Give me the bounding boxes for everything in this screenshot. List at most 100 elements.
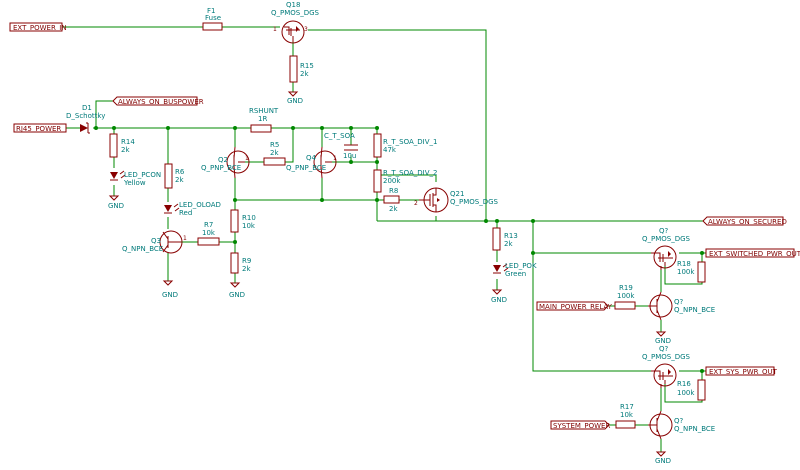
svg-text:Red: Red <box>179 209 192 217</box>
svg-text:GND: GND <box>162 291 178 299</box>
resistor-r17: R17 10k <box>615 403 636 429</box>
svg-text:R7: R7 <box>204 221 213 229</box>
svg-text:Q?: Q? <box>674 298 684 306</box>
ground-led-pcon: GND <box>108 195 124 210</box>
svg-text:1: 1 <box>183 235 187 242</box>
svg-text:Q_PMOS_DGS: Q_PMOS_DGS <box>450 198 499 206</box>
svg-text:R10: R10 <box>242 214 256 222</box>
svg-text:R16: R16 <box>677 380 691 388</box>
svg-text:EXT_SYS_PWR_OUT: EXT_SYS_PWR_OUT <box>709 368 778 376</box>
svg-text:200k: 200k <box>383 177 401 185</box>
svg-text:GND: GND <box>229 291 245 299</box>
svg-text:GND: GND <box>287 97 303 105</box>
resistor-r19: R19 100k <box>614 284 636 310</box>
svg-text:C_T_SOA: C_T_SOA <box>324 132 355 140</box>
svg-text:2k: 2k <box>389 205 398 213</box>
npn-q-switched: Q? Q_NPN_BCE <box>648 291 715 321</box>
resistor-r6: R6 2k <box>164 163 185 189</box>
svg-text:2k: 2k <box>121 146 130 154</box>
svg-text:R17: R17 <box>620 403 634 411</box>
svg-text:Q?: Q? <box>659 345 669 353</box>
net-label-always-on-buspower: ALWAYS_ON_BUSPOWER <box>112 96 204 106</box>
svg-text:Q21: Q21 <box>450 190 464 198</box>
resistor-r18: R18 100k <box>677 260 706 283</box>
svg-text:LED_PCON: LED_PCON <box>124 171 161 179</box>
svg-text:RSHUNT: RSHUNT <box>249 107 279 115</box>
net-label-system-power: SYSTEM_POWER <box>550 420 610 430</box>
svg-text:R8: R8 <box>389 187 398 195</box>
pmos-q21: Q21 Q_PMOS_DGS <box>419 187 499 213</box>
pnp-q4: Q4 Q_PNP_BCE 1 <box>286 146 337 179</box>
svg-text:Q3: Q3 <box>151 237 161 245</box>
npn-q-sys: Q? Q_NPN_BCE <box>648 410 715 440</box>
svg-text:GND: GND <box>108 202 124 210</box>
svg-text:R15: R15 <box>300 62 314 70</box>
resistor-r15: R15 2k <box>289 55 314 83</box>
resistor-r8: R8 2k 2 <box>383 187 418 213</box>
svg-text:R_T_SOA_DIV_2: R_T_SOA_DIV_2 <box>383 169 437 177</box>
svg-text:D1: D1 <box>82 104 92 112</box>
pnp-q2: Q2 Q_PNP_BCE 1 <box>201 146 250 179</box>
svg-text:RJ45_POWER: RJ45_POWER <box>16 125 61 133</box>
svg-text:1: 1 <box>245 155 249 162</box>
svg-text:100k: 100k <box>617 292 635 300</box>
svg-text:GND: GND <box>655 337 671 345</box>
svg-text:R6: R6 <box>175 168 185 176</box>
svg-text:Q_NPN_BCE: Q_NPN_BCE <box>674 306 715 314</box>
svg-text:10u: 10u <box>343 152 356 160</box>
svg-text:Q?: Q? <box>659 227 669 235</box>
resistor-r7: R7 10k <box>197 221 220 246</box>
svg-text:Q_NPN_BCE: Q_NPN_BCE <box>674 425 715 433</box>
svg-text:1: 1 <box>333 155 337 162</box>
svg-text:Q_PMOS_DGS: Q_PMOS_DGS <box>271 9 320 17</box>
net-label-always-on-secured: ALWAYS_ON_SECURED <box>702 216 787 226</box>
svg-text:1: 1 <box>273 26 277 33</box>
svg-text:100k: 100k <box>677 389 695 397</box>
svg-text:GND: GND <box>655 457 671 465</box>
resistor-r5: R5 2k <box>263 141 286 166</box>
junctions <box>94 126 704 373</box>
svg-text:GND: GND <box>491 296 507 304</box>
svg-text:Q_PMOS_DGS: Q_PMOS_DGS <box>642 353 691 361</box>
svg-text:LED_OLOAD: LED_OLOAD <box>179 201 221 209</box>
svg-text:2k: 2k <box>504 240 513 248</box>
svg-text:Green: Green <box>505 270 526 278</box>
svg-text:1R: 1R <box>258 115 267 123</box>
svg-text:Fuse: Fuse <box>205 14 221 22</box>
svg-text:D_Schottky: D_Schottky <box>66 112 105 120</box>
svg-text:3: 3 <box>304 26 308 33</box>
net-label-ext-power-in: EXT_POWER_IN <box>9 22 67 32</box>
capacitor-c-t-soa: C_T_SOA 10u <box>324 132 358 160</box>
pmos-q-sys: Q? Q_PMOS_DGS <box>642 345 691 388</box>
svg-text:Q_PMOS_DGS: Q_PMOS_DGS <box>642 235 691 243</box>
net-label-ext-switched-pwr-out: EXT_SWITCHED_PWR_OUT <box>705 248 800 258</box>
svg-text:Q_PNP_BCE: Q_PNP_BCE <box>201 164 241 172</box>
svg-text:LED_POK: LED_POK <box>505 262 537 270</box>
svg-text:2k: 2k <box>270 149 279 157</box>
svg-text:R14: R14 <box>121 138 135 146</box>
svg-text:10k: 10k <box>620 411 634 419</box>
svg-text:EXT_SWITCHED_PWR_OUT: EXT_SWITCHED_PWR_OUT <box>709 250 800 258</box>
svg-text:2: 2 <box>414 200 418 207</box>
svg-text:R18: R18 <box>677 260 691 268</box>
resistor-r9: R9 2k <box>230 252 251 274</box>
svg-text:R5: R5 <box>270 141 279 149</box>
ground-q-sys: GND <box>655 451 671 465</box>
svg-text:R13: R13 <box>504 232 518 240</box>
svg-text:F1: F1 <box>207 7 215 15</box>
svg-text:Q_NPN_BCE: Q_NPN_BCE <box>122 245 163 253</box>
svg-text:Q18: Q18 <box>286 1 300 9</box>
led-pok: LED_POK Green <box>493 262 537 278</box>
svg-text:SYSTEM_POWER: SYSTEM_POWER <box>553 422 610 430</box>
net-label-ext-sys-pwr-out: EXT_SYS_PWR_OUT <box>705 366 778 376</box>
svg-text:R_T_SOA_DIV_1: R_T_SOA_DIV_1 <box>383 138 437 146</box>
net-label-main-power-relay: MAIN_POWER_RELAY <box>536 301 613 311</box>
svg-text:Q2: Q2 <box>218 156 228 164</box>
ground-q3: GND <box>162 280 178 299</box>
ground-q-switched: GND <box>655 331 671 345</box>
resistor-rshunt: RSHUNT 1R <box>249 107 279 133</box>
svg-text:MAIN_POWER_RELAY: MAIN_POWER_RELAY <box>539 303 613 311</box>
svg-text:Q4: Q4 <box>306 154 317 162</box>
